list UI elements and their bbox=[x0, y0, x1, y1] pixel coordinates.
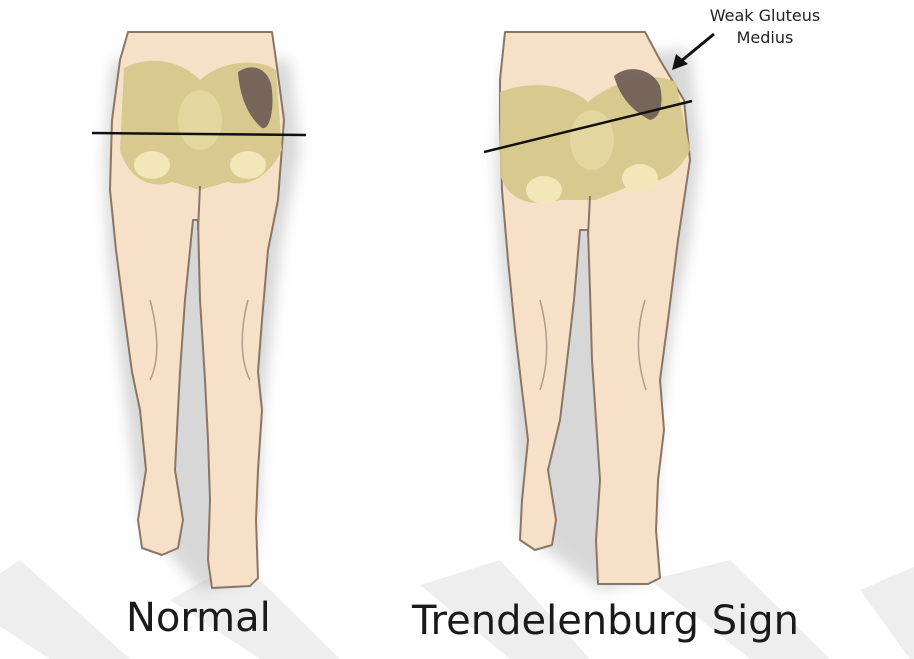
normal-figure bbox=[92, 32, 306, 590]
annotation-line-2: Medius bbox=[690, 27, 840, 49]
annotation-line-1: Weak Gluteus bbox=[690, 5, 840, 27]
normal-caption: Normal bbox=[126, 598, 271, 638]
trendelenburg-figure bbox=[484, 32, 714, 590]
trendelenburg-sign-caption: Trendelenburg Sign bbox=[412, 601, 799, 641]
weak-gluteus-medius-label: Weak Gluteus Medius bbox=[690, 5, 840, 49]
